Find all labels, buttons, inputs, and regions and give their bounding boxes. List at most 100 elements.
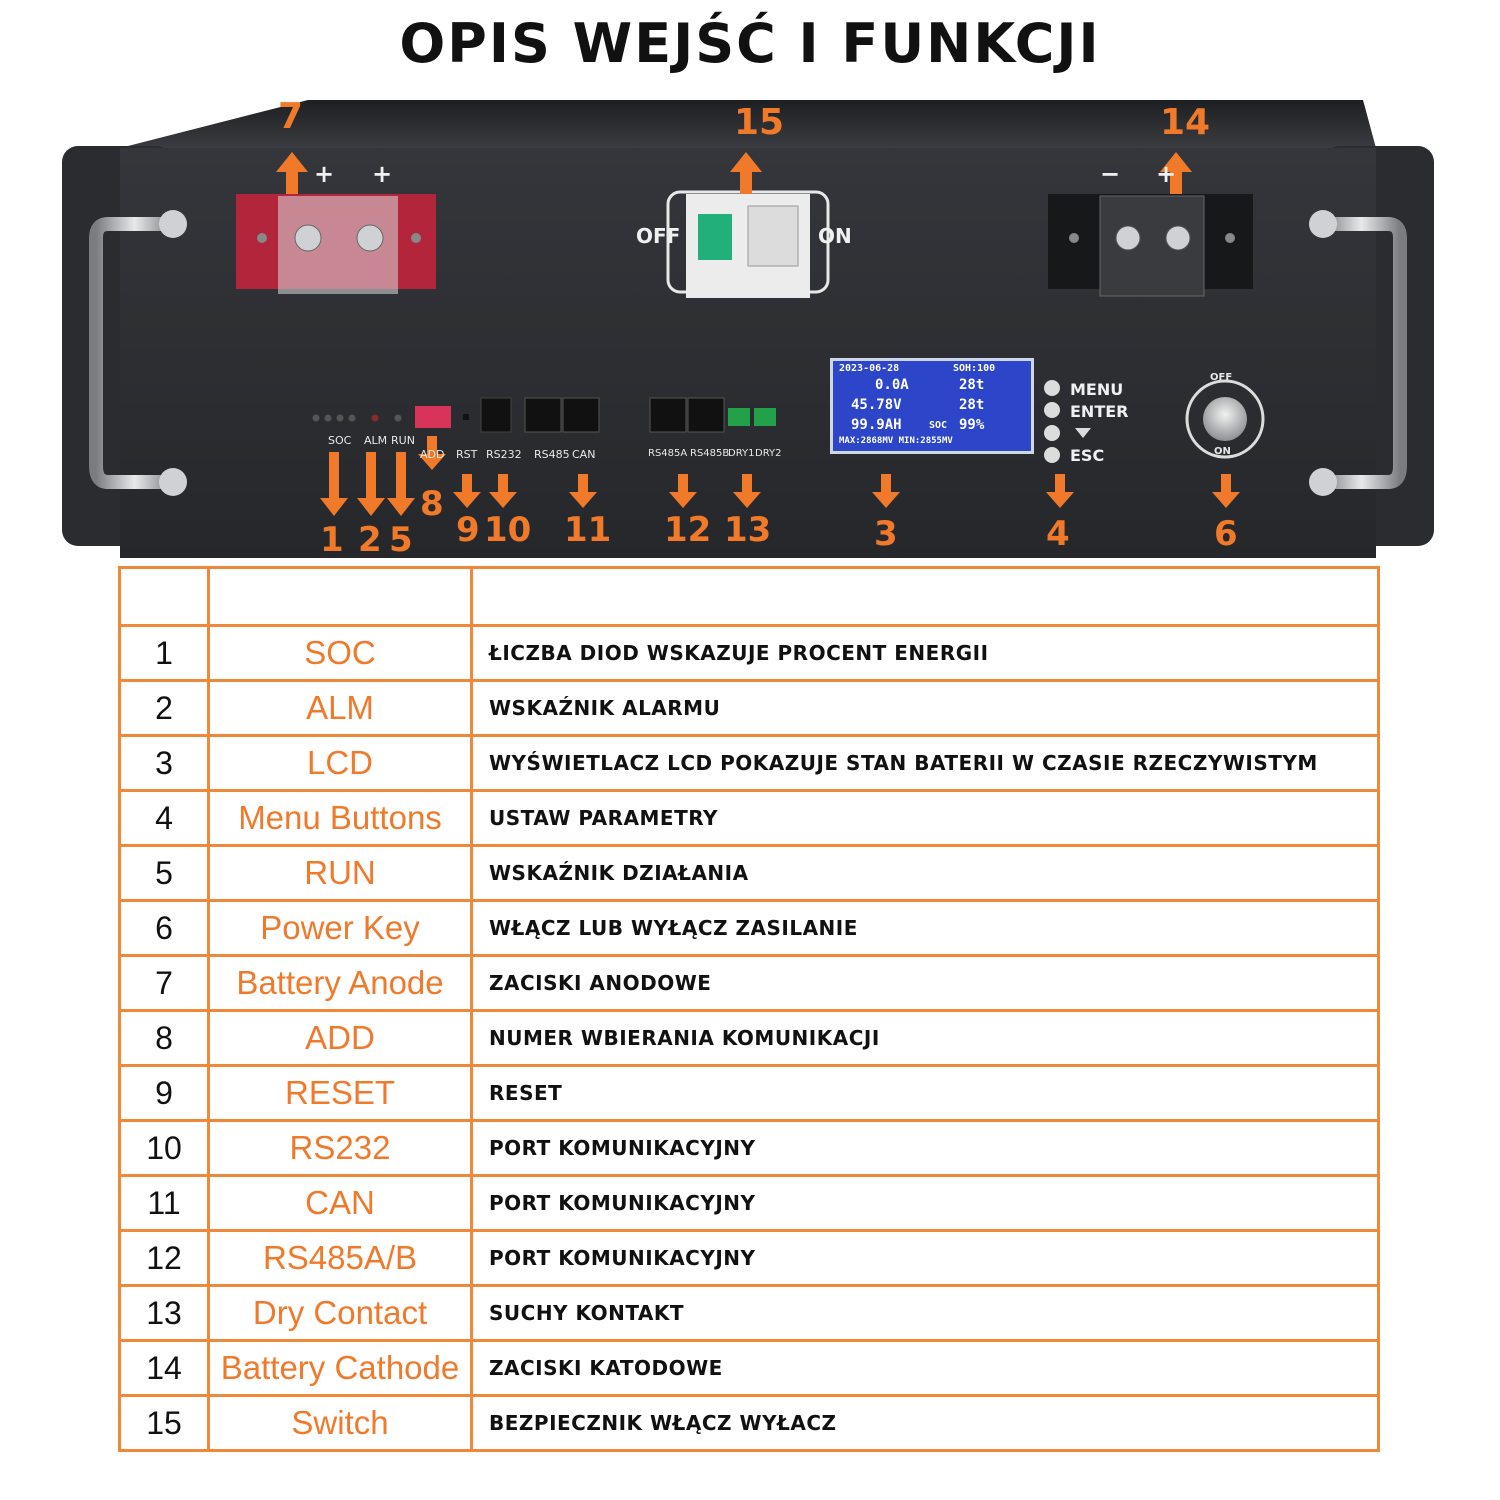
rs485a-port bbox=[649, 397, 687, 433]
row-description: WSKAŹNIK DZIAŁANIA bbox=[470, 844, 1380, 902]
breaker-switch bbox=[666, 190, 830, 298]
row-description: ŁICZBA DIOD WSKAZUJE PROCENT ENERGII bbox=[470, 624, 1380, 682]
enter-button bbox=[1044, 402, 1060, 418]
row-description: NUMER WBIERANIA KOMUNIKACJI bbox=[470, 1009, 1380, 1067]
switch-on-label: ON bbox=[818, 224, 852, 248]
can-label: CAN bbox=[572, 448, 596, 461]
add-dip-switch bbox=[415, 406, 451, 428]
power-off-label: OFF bbox=[1210, 372, 1233, 383]
left-handle bbox=[89, 210, 187, 496]
soc-label: SOC bbox=[328, 434, 352, 447]
row-description: WYŚWIETLACZ LCD POKAZUJE STAN BATERII W … bbox=[470, 734, 1380, 792]
callout-11: 11 bbox=[564, 510, 612, 550]
row-description: USTAW PARAMETRY bbox=[470, 789, 1380, 847]
cathode-terminal bbox=[1048, 194, 1253, 297]
menu-button bbox=[1044, 380, 1060, 396]
row-number: 6 bbox=[118, 899, 210, 957]
row-description: PORT KOMUNIKACYJNY bbox=[470, 1119, 1380, 1177]
menu-label: MENU bbox=[1070, 380, 1124, 399]
header-cell-description bbox=[470, 566, 1380, 627]
callout-15: 15 bbox=[734, 102, 785, 143]
callout-9: 9 bbox=[456, 510, 480, 550]
row-number: 11 bbox=[118, 1174, 210, 1232]
row-description: SUCHY KONTAKT bbox=[470, 1284, 1380, 1342]
add-label: ADD bbox=[420, 448, 445, 461]
minus-sign: − bbox=[1100, 160, 1121, 188]
row-description: ZACISKI KATODOWE bbox=[470, 1339, 1380, 1397]
callout-1: 1 bbox=[320, 520, 344, 560]
row-name: RS232 bbox=[207, 1119, 473, 1177]
rst-label: RST bbox=[456, 448, 478, 461]
header-cell-name bbox=[207, 566, 473, 627]
rs485b-port bbox=[687, 397, 725, 433]
page-title: OPIS WEJŚĆ I FUNKCJI bbox=[399, 12, 1101, 75]
lcd-display: 2023-06-28 SOH:100 0.0A 28t 45.78V 28t 9… bbox=[830, 358, 1034, 454]
row-name: LCD bbox=[207, 734, 473, 792]
rs485-label: RS485 bbox=[534, 448, 570, 461]
table-header-row bbox=[118, 566, 1380, 627]
down-button bbox=[1044, 425, 1060, 441]
row-number: 12 bbox=[118, 1229, 210, 1287]
row-number: 1 bbox=[118, 624, 210, 682]
reset-button bbox=[463, 414, 469, 420]
row-name: RUN bbox=[207, 844, 473, 902]
callout-10: 10 bbox=[484, 510, 532, 550]
row-name: ALM bbox=[207, 679, 473, 737]
row-number: 10 bbox=[118, 1119, 210, 1177]
soc-leds bbox=[312, 414, 356, 422]
row-description: WŁĄCZ LUB WYŁĄCZ ZASILANIE bbox=[470, 899, 1380, 957]
can-port bbox=[562, 397, 600, 433]
lcd-minmax: MAX:2868MV MIN:2855MV bbox=[839, 436, 953, 446]
row-description: RESET bbox=[470, 1064, 1380, 1122]
callout-8: 8 bbox=[420, 484, 444, 524]
plus-sign-1: + bbox=[314, 160, 335, 188]
run-label: RUN bbox=[391, 434, 415, 447]
battery-panel-drawing bbox=[62, 100, 1434, 558]
row-name: ADD bbox=[207, 1009, 473, 1067]
battery-front-panel: 7 15 14 + + − + OFF ON SOC ALM RUN ADD R… bbox=[58, 96, 1438, 561]
row-number: 3 bbox=[118, 734, 210, 792]
callout-arrows bbox=[276, 152, 1240, 516]
lcd-temp2: 28t bbox=[959, 397, 985, 413]
header-cell-number bbox=[118, 566, 210, 627]
alm-led bbox=[371, 414, 379, 422]
row-description: PORT KOMUNIKACYJNY bbox=[470, 1174, 1380, 1232]
esc-label: ESC bbox=[1070, 446, 1105, 465]
dry2-label: DRY2 bbox=[755, 448, 782, 459]
row-name: RS485A/B bbox=[207, 1229, 473, 1287]
callout-4: 4 bbox=[1046, 514, 1070, 554]
power-on-label: ON bbox=[1214, 446, 1231, 457]
anode-terminal bbox=[236, 194, 436, 294]
rs485-port bbox=[524, 397, 562, 433]
plus-sign-2: + bbox=[372, 160, 393, 188]
callout-5: 5 bbox=[389, 520, 413, 560]
row-number: 5 bbox=[118, 844, 210, 902]
dry1-label: DRY1 bbox=[728, 448, 755, 459]
rs485b-label: RS485B bbox=[690, 448, 730, 459]
row-name: CAN bbox=[207, 1174, 473, 1232]
row-name: Dry Contact bbox=[207, 1284, 473, 1342]
callout-14: 14 bbox=[1160, 102, 1211, 143]
callout-7: 7 bbox=[278, 96, 304, 137]
callout-13: 13 bbox=[724, 510, 772, 550]
row-name: Switch bbox=[207, 1394, 473, 1452]
callout-2: 2 bbox=[358, 520, 382, 560]
down-arrow-icon bbox=[1075, 428, 1091, 438]
enter-label: ENTER bbox=[1070, 402, 1129, 421]
lcd-soc-tag: SOC bbox=[929, 420, 948, 431]
right-handle bbox=[1309, 210, 1407, 496]
row-number: 8 bbox=[118, 1009, 210, 1067]
run-led bbox=[394, 414, 402, 422]
row-number: 15 bbox=[118, 1394, 210, 1452]
rs232-label: RS232 bbox=[486, 448, 522, 461]
row-description: WSKAŹNIK ALARMU bbox=[470, 679, 1380, 737]
